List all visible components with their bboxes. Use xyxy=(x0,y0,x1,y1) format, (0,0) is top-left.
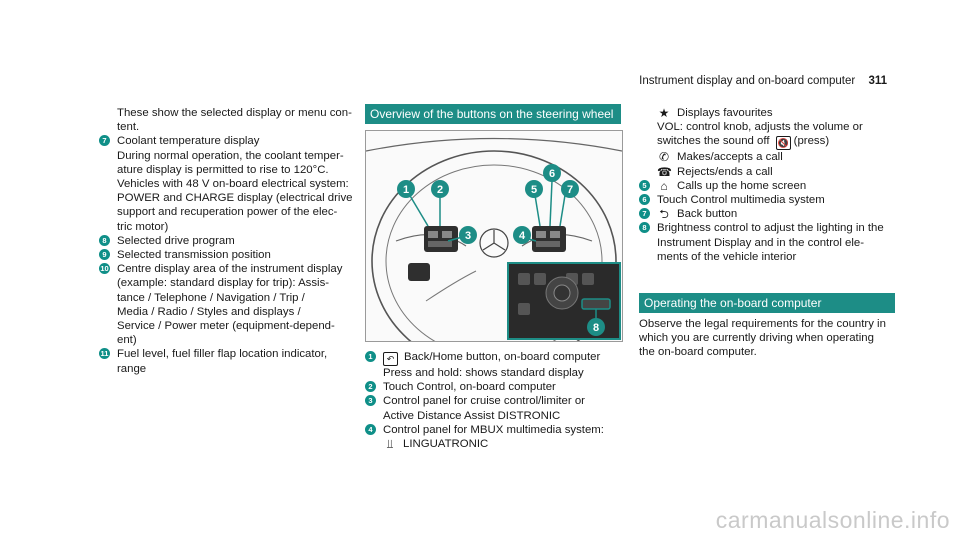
section-title-operating: Operating the on-board computer xyxy=(639,293,895,313)
watermark: carmanualsonline.info xyxy=(715,506,950,533)
figure-callout-2: 2 xyxy=(431,180,449,198)
list-item: 1 ↶Back/Home button, on-board computer P… xyxy=(365,350,621,380)
callout-2: 2 xyxy=(365,381,376,393)
figure-callout-7: 7 xyxy=(561,180,579,198)
steering-wheel-figure: 1 2 3 4 5 6 7 8 xyxy=(365,130,623,342)
figure-callout-3: 3 xyxy=(459,226,477,244)
list-item: 8 Selected drive program xyxy=(99,234,355,248)
list-item: 9 Selected transmission position xyxy=(99,248,355,262)
callout-7: 7 xyxy=(99,135,110,147)
callout-10: 10 xyxy=(99,263,110,275)
callout-6: 6 xyxy=(639,194,650,206)
section-title-buttons: Overview of the buttons on the steering … xyxy=(365,104,621,124)
intro-text: These show the selected display or menu … xyxy=(117,107,352,134)
svg-text:1: 1 xyxy=(403,184,409,196)
svg-text:8: 8 xyxy=(593,322,599,334)
list-item: 10 Centre display area of the instrument… xyxy=(99,263,343,347)
header-title: Instrument display and on-board computer xyxy=(639,75,856,87)
back-arrow-icon: ⮌ xyxy=(659,207,669,222)
callout-4: 4 xyxy=(365,423,376,435)
mute-icon: 🔇 xyxy=(775,136,791,151)
figure-callout-4: 4 xyxy=(513,226,531,244)
callout-5: 5 xyxy=(639,179,650,191)
left-column: These show the selected display or menu … xyxy=(99,106,355,376)
list-item: 5 ⌂Calls up the home screen xyxy=(639,179,894,193)
svg-text:4: 4 xyxy=(519,230,526,242)
svg-text:3: 3 xyxy=(465,230,471,242)
callout-3: 3 xyxy=(365,395,376,407)
svg-text:6: 6 xyxy=(549,168,555,180)
list-item: 6 Touch Control multimedia system xyxy=(639,193,894,207)
right-column: ★Displays favourites VOL: control knob, … xyxy=(639,106,894,264)
operating-text: Observe the legal requirements for the c… xyxy=(639,318,886,359)
list-item: 7 Coolant temperature display During nor… xyxy=(99,134,355,233)
phone-accept-icon: ✆ xyxy=(658,150,670,165)
list-item: 11 Fuel level, fuel filler flap location… xyxy=(99,348,328,375)
accept-call-line: ✆Makes/accepts a call xyxy=(658,150,783,165)
svg-text:7: 7 xyxy=(567,184,573,196)
callout-11: 11 xyxy=(99,348,110,360)
list-item: 4 Control panel for MBUX multimedia syst… xyxy=(365,423,621,451)
reject-call-line: ☎Rejects/ends a call xyxy=(657,164,773,179)
back-home-icon: ↶ xyxy=(383,352,398,366)
figure-callout-1: 1 xyxy=(397,180,415,198)
callout-9: 9 xyxy=(99,249,110,261)
middle-column-list: 1 ↶Back/Home button, on-board computer P… xyxy=(365,350,621,451)
page-number: 311 xyxy=(868,75,887,87)
phone-reject-icon: ☎ xyxy=(657,164,672,179)
list-item: 3 Control panel for cruise control/limit… xyxy=(365,394,621,422)
figure-callout-5: 5 xyxy=(525,180,543,198)
callout-8: 8 xyxy=(639,222,650,234)
linguatronic-icon: ⫫ xyxy=(386,437,394,452)
svg-text:2: 2 xyxy=(437,184,443,196)
callout-8: 8 xyxy=(99,234,110,246)
callout-7: 7 xyxy=(639,208,650,220)
volume-line: VOL: control knob, adjusts the volume or… xyxy=(657,121,863,151)
svg-text:5: 5 xyxy=(531,184,537,196)
steering-wheel-illustration: 1 2 3 4 5 6 7 8 xyxy=(366,137,622,341)
favourites-line: ★Displays favourites xyxy=(658,106,773,120)
list-item: 7 ⮌Back button xyxy=(639,207,894,221)
figure-callout-8: 8 xyxy=(587,318,605,336)
list-item: 2 Touch Control, on-board computer xyxy=(365,380,621,394)
callout-1: 1 xyxy=(365,351,376,362)
figure-callout-6: 6 xyxy=(543,164,561,182)
star-icon: ★ xyxy=(658,106,670,120)
running-header: Instrument display and on-board computer… xyxy=(639,74,887,88)
list-item: 8 Brightness control to adjust the light… xyxy=(639,221,894,264)
home-icon: ⌂ xyxy=(660,178,668,193)
